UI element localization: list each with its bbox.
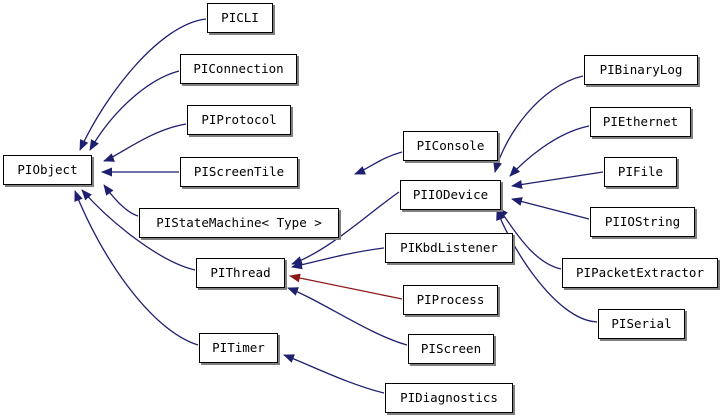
class-node-label: PICLI: [221, 9, 259, 25]
edge-pikbdlistener-to-pithread: [291, 247, 385, 270]
class-node-piprotocol[interactable]: PIProtocol: [187, 105, 291, 135]
edge-pifile-to-piiodevice: [511, 171, 604, 189]
class-node-piserial[interactable]: PISerial: [598, 309, 685, 339]
class-node-pistatemachine[interactable]: PIStateMachine< Type >: [139, 208, 339, 238]
edge-pidiagnostics-to-pitimer: [283, 354, 385, 394]
class-node-picli[interactable]: PICLI: [207, 3, 273, 33]
class-node-pipacketextractor[interactable]: PIPacketExtractor: [562, 258, 718, 288]
class-node-label: PIEthernet: [602, 113, 679, 129]
class-node-label: PIStateMachine< Type >: [156, 214, 322, 230]
class-node-piscreentile[interactable]: PIScreenTile: [180, 157, 298, 187]
class-node-piethernet[interactable]: PIEthernet: [590, 107, 691, 137]
class-node-piobject[interactable]: PIObject: [3, 155, 92, 185]
class-node-pikbdlistener[interactable]: PIKbdListener: [385, 233, 513, 263]
class-node-label: PIScreenTile: [193, 163, 285, 179]
class-node-label: PIDiagnostics: [400, 389, 498, 405]
class-node-label: PIObject: [17, 161, 78, 177]
class-node-label: PISerial: [611, 315, 672, 331]
class-node-label: PIProtocol: [201, 111, 277, 127]
class-node-piiostring[interactable]: PIIOString: [590, 207, 695, 237]
class-node-pidiagnostics[interactable]: PIDiagnostics: [385, 383, 513, 413]
class-node-pithread[interactable]: PIThread: [196, 258, 285, 288]
class-node-pibinarylog[interactable]: PIBinaryLog: [584, 55, 698, 85]
class-node-label: PIIOString: [604, 213, 681, 229]
class-node-label: PIFile: [617, 163, 664, 179]
edge-pibinarylog-to-piiodevice: [493, 75, 584, 173]
class-node-label: PIConsole: [416, 137, 485, 153]
edge-piethernet-to-piiodevice: [509, 125, 590, 177]
class-node-piconnection[interactable]: PIConnection: [180, 54, 297, 84]
edge-piiostring-to-piiodevice: [511, 197, 590, 220]
class-node-label: PIPacketExtractor: [576, 264, 704, 280]
edge-pistatemachine-to-piobject: [103, 184, 139, 217]
class-node-piconsole[interactable]: PIConsole: [403, 131, 498, 161]
class-node-label: PIProcess: [416, 291, 485, 307]
class-node-pifile[interactable]: PIFile: [604, 157, 677, 187]
edge-piconnection-to-piobject: [89, 70, 180, 151]
class-node-piscreen[interactable]: PIScreen: [408, 334, 494, 364]
edge-piprocess-to-pithread: [289, 273, 403, 300]
class-node-piiodevice[interactable]: PIIODevice: [400, 180, 501, 210]
class-node-label: PIConnection: [193, 60, 284, 76]
class-node-label: PIBinaryLog: [599, 61, 683, 77]
class-node-label: PITimer: [212, 339, 265, 355]
edge-piprotocol-to-piobject: [103, 123, 187, 162]
class-node-label: PIThread: [210, 264, 271, 280]
edge-piconsole-to-piiodevice: [354, 151, 403, 175]
edge-piscreen-to-pithread: [287, 287, 408, 346]
class-node-label: PIKbdListener: [400, 239, 498, 255]
class-node-label: PIIODevice: [412, 186, 489, 202]
class-node-piprocess[interactable]: PIProcess: [403, 285, 498, 315]
class-node-pitimer[interactable]: PITimer: [199, 333, 278, 363]
class-node-label: PIScreen: [420, 340, 482, 356]
